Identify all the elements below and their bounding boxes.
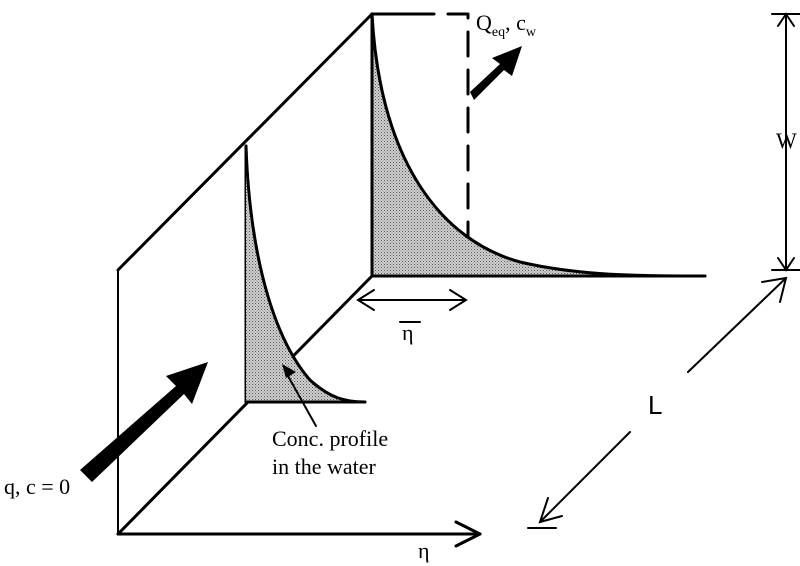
outflow-label: Qeq, cw <box>476 10 537 40</box>
l-dimension-line-upper <box>687 277 787 373</box>
front-profile-shade <box>246 146 365 402</box>
eta-label: η <box>418 538 430 563</box>
back-profile-base <box>370 12 707 278</box>
wall-top-edge <box>116 12 374 272</box>
profile-pointer-line <box>287 375 317 427</box>
eta-bar-label: η <box>402 320 414 345</box>
inflow-label: q, c = 0 <box>4 474 70 499</box>
back-profile-shade <box>372 14 705 276</box>
profile-pointer-head <box>282 364 296 378</box>
height-label: W <box>776 128 797 153</box>
l-dimension-line-lower <box>539 431 631 523</box>
wall-top-dashed <box>408 12 470 274</box>
front-profile-curve <box>244 144 367 404</box>
profile-label-line2: in the water <box>272 454 377 479</box>
l-dimension-heads <box>538 276 788 524</box>
eta-arrow-head <box>454 520 482 548</box>
eta-bar-arrow <box>356 289 468 311</box>
length-label: L <box>648 390 662 420</box>
outflow-arrow-icon <box>470 46 522 100</box>
floor-front-edge <box>116 274 374 536</box>
profile-label-line1: Conc. profile <box>272 426 388 451</box>
inflow-arrow-icon <box>80 362 208 482</box>
w-dimension-line <box>771 12 800 272</box>
